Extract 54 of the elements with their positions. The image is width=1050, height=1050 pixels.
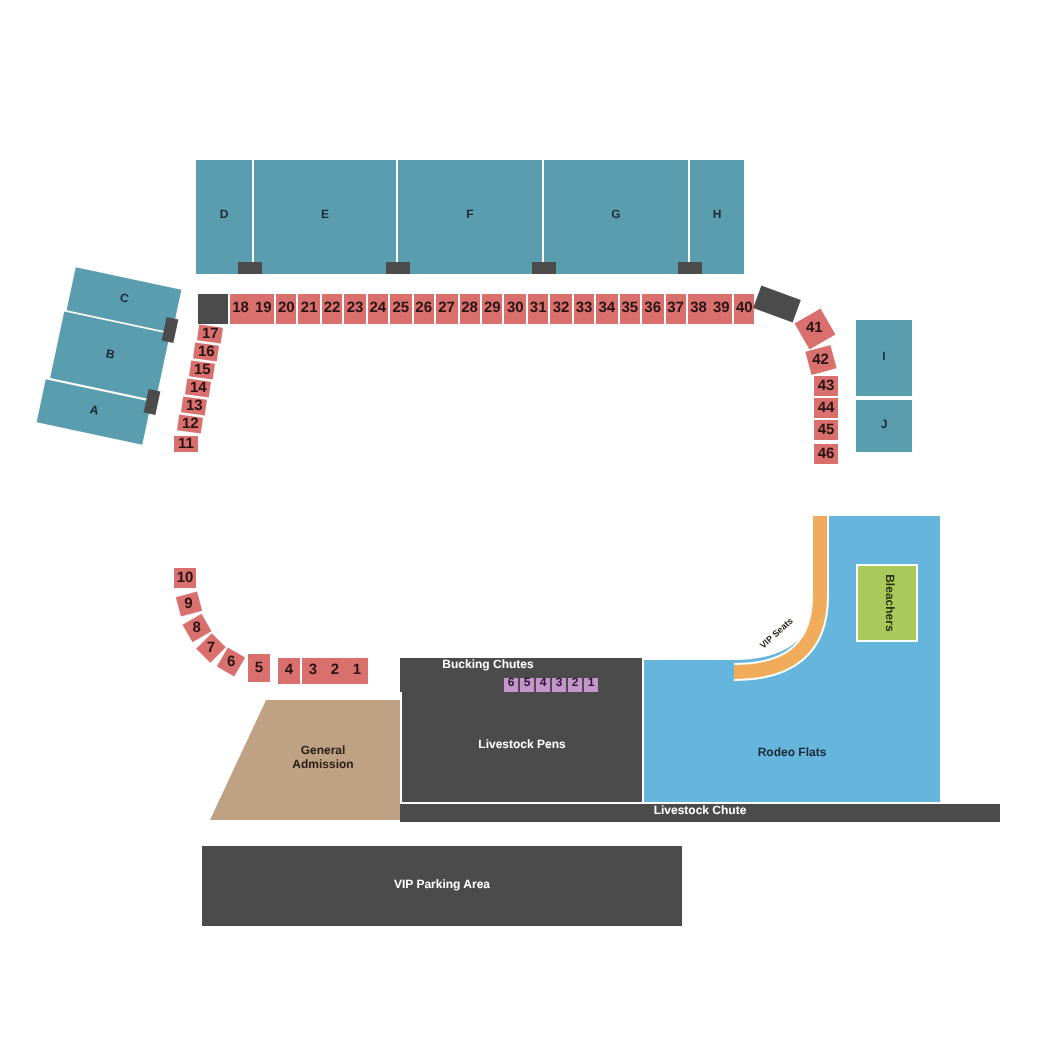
seat-section <box>248 654 270 682</box>
seat-section <box>321 294 343 324</box>
area-block <box>400 804 1000 822</box>
seat-section <box>413 294 435 324</box>
seat-section <box>275 294 297 324</box>
seating-section <box>254 160 396 274</box>
seat-section <box>298 294 320 324</box>
seat-section <box>550 294 572 324</box>
bleachers-block <box>856 564 918 642</box>
tunnel-block <box>386 262 410 274</box>
seat-section <box>527 294 549 324</box>
tunnel-block <box>238 262 262 274</box>
area-block <box>202 846 682 926</box>
seating-section <box>398 160 542 274</box>
area-block <box>402 692 642 802</box>
seat-section <box>196 633 226 663</box>
tunnel-block <box>753 285 801 323</box>
tunnel-block <box>532 262 556 274</box>
seat-section <box>504 294 526 324</box>
seat-section <box>794 308 836 350</box>
seat-section <box>805 345 837 375</box>
admission-area <box>210 700 400 820</box>
seat-section <box>302 658 324 684</box>
seat-section <box>436 294 458 324</box>
seat-section <box>688 294 709 324</box>
seating-section <box>544 160 688 274</box>
seat-section <box>573 294 595 324</box>
seat-section <box>278 658 300 684</box>
seating-section <box>196 160 252 274</box>
seat-section <box>619 294 641 324</box>
flats-area <box>644 516 940 802</box>
seat-section <box>216 647 246 677</box>
seating-section <box>856 400 912 452</box>
seat-section <box>710 294 732 324</box>
seat-section <box>230 294 251 324</box>
seat-section <box>481 294 503 324</box>
seat-section <box>733 294 755 324</box>
seat-section <box>252 294 274 324</box>
seat-section <box>344 294 366 324</box>
seat-section <box>665 294 687 324</box>
seat-strip <box>728 516 828 680</box>
seat-section <box>367 294 389 324</box>
seat-section <box>182 613 212 643</box>
seat-section <box>642 294 664 324</box>
seat-section <box>390 294 412 324</box>
seat-section <box>174 436 198 452</box>
seat-section <box>596 294 618 324</box>
seat-section <box>459 294 480 324</box>
seat-section <box>175 591 203 617</box>
seat-section <box>346 658 368 684</box>
tunnel-block <box>678 262 702 274</box>
seating-section <box>856 320 912 396</box>
seating-section <box>690 160 744 274</box>
tunnel-block <box>198 294 228 324</box>
